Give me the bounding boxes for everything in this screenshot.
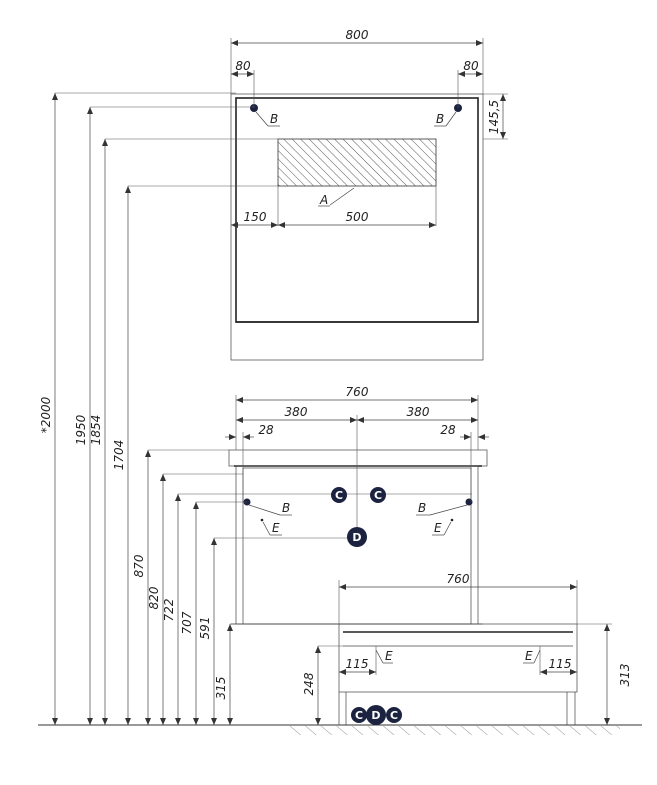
svg-text:C: C — [390, 709, 398, 722]
mirror-dimensions: 800 80 80 145,5 150 500 A B B — [230, 28, 508, 228]
dim-low-cabinet-width: 760 — [447, 572, 470, 586]
dim-cabinet-side-right: 28 — [440, 423, 456, 437]
label-e-cabinet-left: E — [272, 521, 280, 535]
dim-h-1854: 1854 — [89, 415, 103, 446]
dim-mirror-width: 800 — [346, 28, 369, 42]
svg-text:C: C — [335, 489, 343, 502]
label-b-mirror-right: B — [436, 112, 444, 126]
dim-shelf-left-offset: 150 — [244, 210, 267, 224]
dim-cabinet-side-left: 28 — [258, 423, 274, 437]
label-e-low-right: E — [525, 649, 533, 663]
svg-text:D: D — [352, 531, 361, 544]
dim-h-1704: 1704 — [112, 440, 126, 471]
dim-h-1950: 1950 — [74, 414, 88, 445]
dim-mirror-top-offset: 145,5 — [487, 100, 501, 134]
dim-h-248: 248 — [302, 672, 316, 695]
dim-cabinet-width: 760 — [346, 385, 369, 399]
label-e-low-left: E — [385, 649, 393, 663]
dim-mirror-right-inset: 80 — [463, 59, 479, 73]
svg-text:C: C — [355, 709, 363, 722]
low-cabinet-dimensions: 760 115 115 E E 313 — [338, 572, 632, 725]
dim-h-315: 315 — [214, 677, 228, 700]
label-b-mirror-left: B — [270, 112, 278, 126]
dim-cabinet-half-left: 380 — [285, 405, 308, 419]
dim-h-820: 820 — [147, 586, 161, 609]
mirror-cabinet — [230, 93, 484, 361]
mount-point — [465, 498, 473, 506]
marker-c: C — [351, 707, 367, 723]
marker-c: C — [386, 707, 402, 723]
dim-h-591: 591 — [198, 617, 212, 640]
dim-h-total: *2000 — [39, 396, 53, 433]
label-b-cabinet-right: B — [418, 501, 426, 515]
dim-low-right-offset: 115 — [549, 657, 572, 671]
dim-h-313: 313 — [618, 664, 632, 687]
mirror-shelf-hatched — [277, 138, 437, 187]
dim-mirror-left-inset: 80 — [235, 59, 251, 73]
dim-h-870: 870 — [132, 554, 146, 577]
floor-hatching — [290, 726, 620, 735]
dim-low-left-offset: 115 — [346, 657, 369, 671]
dim-cabinet-half-right: 380 — [407, 405, 430, 419]
svg-text:C: C — [374, 489, 382, 502]
marker-d: D — [347, 527, 367, 547]
low-cabinet — [338, 623, 578, 725]
connection-markers: C C D C D C — [331, 487, 402, 725]
floor — [38, 724, 642, 735]
dim-shelf-width: 500 — [346, 210, 369, 224]
svg-text:D: D — [371, 709, 380, 722]
dim-h-707: 707 — [180, 611, 194, 634]
label-a: A — [319, 193, 328, 207]
height-dimensions: *2000 1950 1854 1704 870 820 722 707 591… — [39, 92, 472, 725]
marker-c: C — [370, 487, 386, 503]
marker-d: D — [366, 705, 386, 725]
label-b-cabinet-left: B — [282, 501, 290, 515]
dim-h-722: 722 — [162, 599, 176, 622]
marker-c: C — [331, 487, 347, 503]
label-e-cabinet-right: E — [434, 521, 442, 535]
wall-cabinet-dimensions: 760 380 380 28 28 B B E E — [225, 385, 489, 538]
